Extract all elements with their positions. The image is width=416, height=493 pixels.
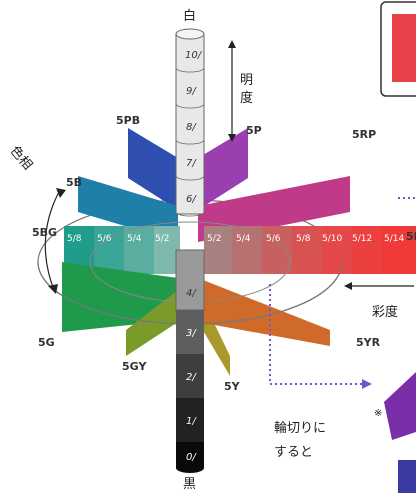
hue-arrow-head-bottom (48, 284, 58, 294)
value-step-6: 6/ (186, 194, 197, 205)
hue-label-5r: 5R (406, 230, 416, 243)
value-step-8: 8/ (186, 122, 197, 133)
slice-purple (384, 372, 416, 440)
value-step-2: 2/ (186, 372, 197, 383)
callout-red-swatch (392, 14, 416, 82)
hue-axis-label: 色相 (7, 143, 36, 173)
value-step-4: 4/ (186, 288, 197, 299)
chroma-right-0: 5/2 (207, 234, 221, 244)
fin-5b (78, 176, 178, 242)
chroma-right-6: 5/14 (384, 234, 404, 244)
chroma-right-4: 5/10 (322, 234, 342, 244)
fin-5r-c6 (262, 226, 292, 274)
fin-5rp (198, 176, 350, 242)
fin-5r-c12 (352, 226, 382, 274)
chroma-left-1: 5/6 (97, 234, 112, 244)
hue-label-5rp: 5RP (352, 128, 376, 141)
fin-5r-c10 (322, 226, 352, 274)
value-step-10: 10/ (185, 50, 203, 61)
white-label: 白 (183, 8, 196, 24)
fin-5bg-c4 (124, 226, 154, 274)
hue-label-5pb: 5PB (116, 114, 140, 127)
hue-label-5gy: 5GY (122, 360, 147, 373)
cross-section-arrow (362, 379, 372, 389)
fin-5r-c4 (232, 226, 262, 274)
slice-mark: ※ (374, 408, 382, 419)
value-step-7: 7/ (186, 158, 197, 169)
fin-5r-c2 (204, 226, 232, 274)
fin-5yr (198, 278, 330, 346)
value-step-1: 1/ (186, 416, 197, 427)
value-cylinder-1 (176, 398, 204, 442)
hue-label-5g: 5G (38, 336, 55, 349)
hue-label-5p: 5P (246, 124, 262, 137)
chroma-right-1: 5/4 (236, 234, 251, 244)
value-axis-label-1: 明 (240, 73, 253, 88)
value-step-3: 3/ (186, 328, 197, 339)
hue-label-5y: 5Y (224, 380, 241, 393)
hue-label-5yr: 5YR (356, 336, 381, 349)
chroma-left-2: 5/4 (127, 234, 142, 244)
fin-5r-c14 (382, 226, 416, 274)
fin-5p (198, 128, 248, 210)
chroma-left-3: 5/2 (155, 234, 169, 244)
note-line-1: 輪切りに (274, 420, 326, 436)
hue-label-5bg: 5BG (32, 226, 57, 239)
black-label: 黒 (183, 477, 196, 492)
fin-5pb (128, 128, 178, 210)
value-cylinder-3 (176, 310, 204, 354)
value-step-9: 9/ (186, 86, 197, 97)
chroma-right-2: 5/6 (266, 234, 281, 244)
value-step-0: 0/ (186, 452, 197, 463)
value-axis-label-2: 度 (240, 90, 253, 106)
chroma-arrow-head (344, 282, 352, 290)
slice-blue (398, 460, 416, 493)
chroma-right-3: 5/8 (296, 234, 311, 244)
chroma-axis-label: 彩度 (372, 304, 398, 320)
value-cylinder-mid (175, 249, 205, 311)
value-cylinder-top (175, 33, 205, 215)
value-axis-arrow (228, 40, 236, 142)
chroma-left-0: 5/8 (67, 234, 82, 244)
chroma-right-5: 5/12 (352, 234, 372, 244)
value-cylinder-cap (175, 28, 205, 40)
cross-section-link (269, 284, 364, 385)
fin-5gy (126, 290, 178, 356)
value-separators (175, 67, 205, 217)
note-line-2: すると (274, 445, 313, 460)
value-cylinder-base (176, 463, 204, 473)
fin-5r-c8 (292, 226, 322, 274)
hue-label-5b: 5B (66, 176, 82, 189)
hue-axis-arrow (44, 189, 61, 291)
value-cylinder-2 (176, 354, 204, 398)
hue-arrow-head-top (56, 188, 66, 198)
